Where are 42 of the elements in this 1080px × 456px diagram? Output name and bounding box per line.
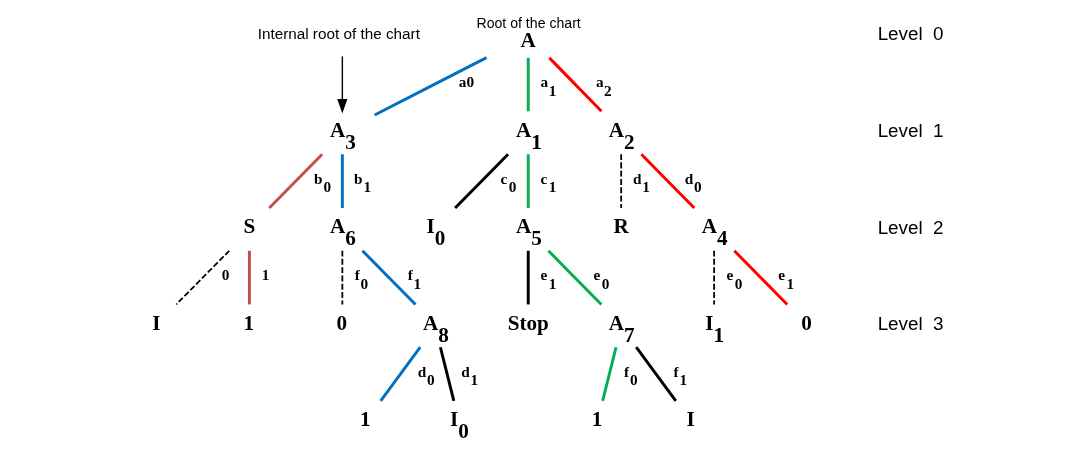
- node-text: A: [520, 28, 536, 53]
- connector: [526, 57, 530, 112]
- node-text: I: [686, 407, 695, 432]
- connector: [640, 153, 696, 209]
- node-text: 0: [336, 310, 348, 335]
- connector: [526, 154, 530, 208]
- label: Level 3: [877, 313, 944, 335]
- connector: [713, 249, 715, 306]
- label: Level 2: [877, 216, 944, 238]
- connector: [268, 153, 324, 209]
- connector: [620, 153, 623, 209]
- connector: [438, 346, 456, 402]
- arrow: [337, 55, 348, 114]
- node-text: Stop: [507, 310, 549, 335]
- connector: [548, 56, 603, 113]
- node-text: 1: [591, 407, 603, 432]
- connector: [635, 346, 677, 402]
- node-text: S: [243, 214, 256, 239]
- node-text: Internal root of the chart: [257, 25, 420, 43]
- connector: [547, 249, 603, 306]
- connector: [526, 250, 530, 305]
- connector: [341, 249, 344, 306]
- node-text: I: [152, 310, 161, 335]
- connector: [361, 249, 417, 306]
- label: Level 0: [877, 22, 944, 44]
- node-text: 1: [243, 310, 255, 335]
- label: Level 1: [877, 120, 944, 142]
- node-text: 0: [801, 310, 812, 335]
- edge-label: 1: [261, 266, 270, 284]
- connector: [247, 250, 251, 305]
- connector: [374, 56, 488, 117]
- connector: [175, 249, 231, 306]
- node-text: R: [613, 214, 629, 239]
- node-label: Root of the chart: [476, 14, 581, 31]
- edge-label: 0: [221, 266, 230, 284]
- connector: [454, 153, 510, 209]
- connector: [601, 346, 618, 402]
- connector: [733, 249, 789, 306]
- edge-label: a0: [458, 73, 475, 91]
- node-text: 1: [360, 407, 371, 432]
- connector: [340, 154, 344, 208]
- connector: [379, 346, 422, 402]
